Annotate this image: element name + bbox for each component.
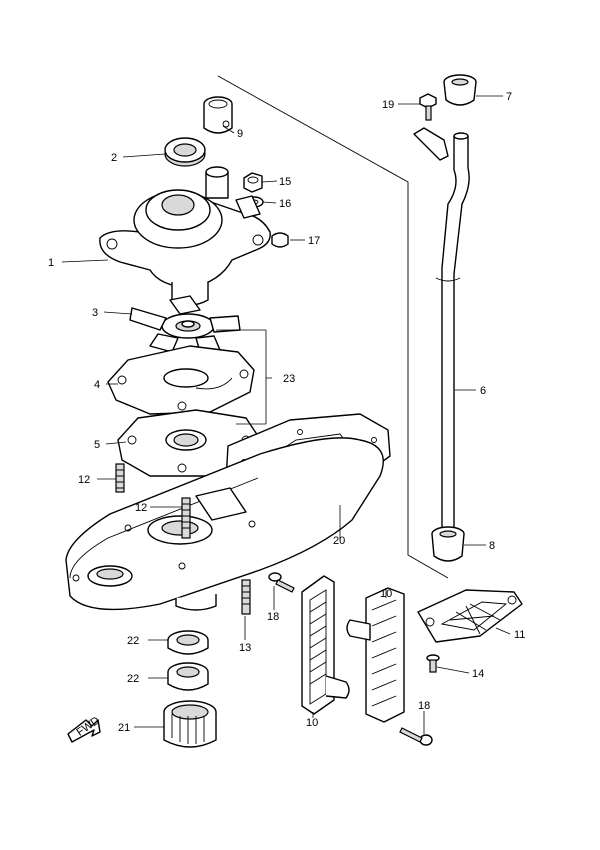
base-plate <box>65 437 384 611</box>
callout-23: 23 <box>283 373 295 385</box>
callout-17: 17 <box>308 235 320 247</box>
callout-10-lower: 10 <box>306 717 318 729</box>
part-10-screen-left <box>301 575 350 715</box>
callout-18-left: 18 <box>267 611 279 623</box>
callout-18-right: 18 <box>418 700 430 712</box>
part-9-collar <box>203 96 233 134</box>
callout-5: 5 <box>94 439 100 451</box>
leader-lines <box>61 95 511 734</box>
fwd-arrow: FWD <box>67 714 102 743</box>
part-7-grommet <box>443 74 477 106</box>
callout-8: 8 <box>489 540 495 552</box>
callout-7: 7 <box>506 91 512 103</box>
part-17-key <box>271 232 289 248</box>
assembly-line <box>217 75 449 579</box>
callout-16: 16 <box>279 198 291 210</box>
callout-12-upper: 12 <box>78 474 90 486</box>
callout-21: 21 <box>118 722 130 734</box>
callout-10-upper: 10 <box>380 588 392 600</box>
callout-15: 15 <box>279 176 291 188</box>
part-12-stud-upper <box>115 463 125 493</box>
part-11-screen <box>417 589 523 643</box>
part-6-water-tube <box>413 127 470 529</box>
part-3-impeller <box>129 295 241 353</box>
callout-3: 3 <box>92 307 98 319</box>
callout-12-lower: 12 <box>135 502 147 514</box>
callout-14: 14 <box>472 668 484 680</box>
callout-6: 6 <box>480 385 486 397</box>
part-10-screen-right <box>346 587 405 723</box>
part-22-bushing-lower <box>167 662 209 691</box>
part-2-oil-seal <box>164 137 206 167</box>
part-4-gasket <box>107 345 255 415</box>
callout-22-upper: 22 <box>127 635 139 647</box>
fwd-label: FWD <box>74 714 101 738</box>
callout-2: 2 <box>111 152 117 164</box>
part-21-needle-bearing <box>163 700 217 748</box>
callout-11: 11 <box>514 629 525 641</box>
part-12-stud-lower <box>181 497 191 539</box>
part-5-plate <box>117 409 259 477</box>
part-15-nut <box>243 172 263 193</box>
callout-13: 13 <box>239 642 251 654</box>
callout-9: 9 <box>237 128 243 140</box>
callout-19: 19 <box>382 99 394 111</box>
part-13-stud <box>241 579 251 615</box>
callout-22-lower: 22 <box>127 673 139 685</box>
part-22-bushing-upper <box>167 630 209 655</box>
part-1-pump-housing <box>99 166 271 306</box>
part-14-screw <box>426 654 440 673</box>
part-18-screw-lower <box>399 727 433 746</box>
callout-4: 4 <box>94 379 100 391</box>
part-8-grommet <box>431 526 465 562</box>
part-19-bolt <box>419 93 437 121</box>
callout-numbers: 9 2 1 15 16 17 3 23 4 5 12 12 20 22 22 2… <box>48 91 525 734</box>
part-18-screw-upper <box>268 572 295 593</box>
callout-1: 1 <box>48 257 54 269</box>
callout-20: 20 <box>333 535 345 547</box>
